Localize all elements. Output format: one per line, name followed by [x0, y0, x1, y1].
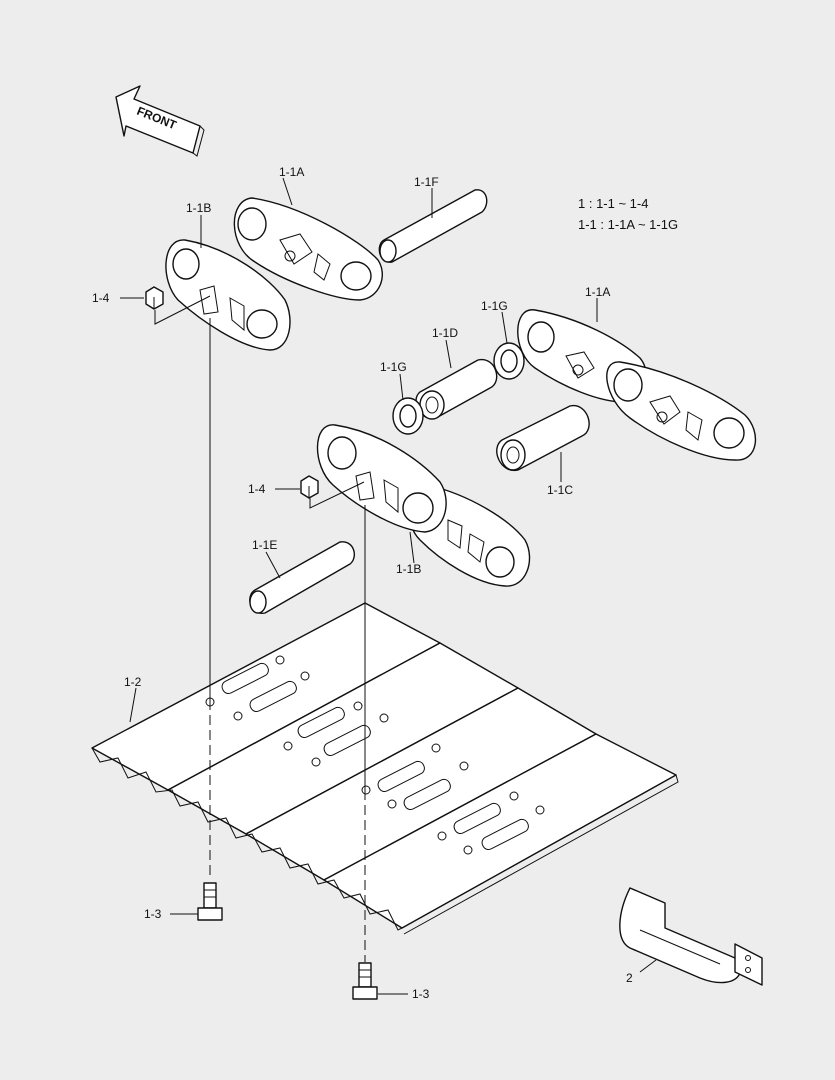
callout-2: 2 — [626, 971, 633, 985]
pin-1-1F — [378, 189, 488, 263]
shoe-bolt-holes — [205, 655, 545, 855]
front-arrow: FRONT — [115, 85, 205, 157]
shoe-slots — [221, 662, 529, 851]
bolt-1-3-bottom — [352, 962, 378, 1000]
callout-1-1G-a: 1-1G — [481, 299, 508, 313]
callout-1-3-bottom: 1-3 — [412, 987, 430, 1001]
seal-1-1G-b — [392, 397, 424, 435]
nut-1-4-top — [145, 286, 164, 310]
callout-1-1G-b: 1-1G — [380, 360, 407, 374]
callout-1-1F: 1-1F — [414, 175, 439, 189]
track-shoe-1-2 — [91, 602, 679, 935]
callout-1-4-mid: 1-4 — [248, 482, 266, 496]
link-1-1A-mid-front — [606, 361, 757, 461]
bushing-1-1C — [496, 405, 590, 471]
link-1-1B-mid-front — [316, 424, 447, 533]
leader-lines — [120, 177, 657, 995]
guard-2 — [619, 887, 763, 986]
callout-1-2: 1-2 — [124, 675, 142, 689]
callout-1-4-top: 1-4 — [92, 291, 110, 305]
legend-line-1: 1 : 1-1 ~ 1-4 — [578, 196, 648, 211]
legend-line-2: 1-1 : 1-1A ~ 1-1G — [578, 217, 678, 232]
link-1-1A-top — [233, 197, 383, 301]
seal-1-1G-a — [493, 342, 525, 380]
callout-1-1B-top: 1-1B — [186, 201, 211, 215]
pin-1-1E — [249, 541, 356, 614]
callout-1-1A-mid: 1-1A — [585, 285, 610, 299]
nut-1-4-mid — [300, 475, 319, 499]
callout-1-1C: 1-1C — [547, 483, 573, 497]
bolt-1-3-left — [197, 882, 223, 921]
callout-1-1E: 1-1E — [252, 538, 277, 552]
callout-1-1A-top: 1-1A — [279, 165, 304, 179]
link-1-1B-top — [165, 239, 291, 351]
callout-1-1D: 1-1D — [432, 326, 458, 340]
bushing-1-1D — [415, 359, 498, 420]
callout-1-3-left: 1-3 — [144, 907, 162, 921]
callout-1-1B-mid: 1-1B — [396, 562, 421, 576]
